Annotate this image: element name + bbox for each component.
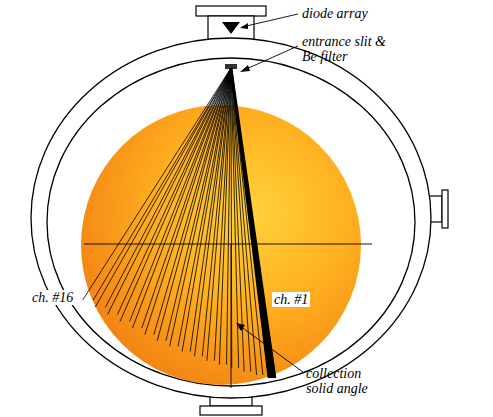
channel-label: ch. #16: [30, 290, 75, 305]
sightline: [145, 68, 231, 335]
leader-line: [244, 46, 298, 70]
top-flange: [196, 6, 266, 16]
sightline: [95, 68, 231, 307]
callout-label: entrance slit & Be filter: [302, 34, 402, 64]
sightline: [93, 68, 231, 300]
callout-label: collection solid angle: [306, 366, 386, 396]
sightline: [154, 68, 231, 335]
leader-line: [240, 326, 303, 372]
sightline: [231, 68, 251, 372]
sightline: [117, 68, 231, 314]
sightline: [231, 68, 275, 378]
leader-arrowhead: [240, 65, 250, 72]
leader-arrowhead: [236, 323, 245, 331]
sightline: [190, 68, 231, 352]
channel-one-wedge: [231, 68, 276, 378]
sightline: [166, 68, 231, 341]
sightline: [83, 68, 231, 300]
channel-label: ch. #1: [272, 292, 310, 307]
side-flange: [442, 190, 448, 228]
sightline: [195, 68, 232, 356]
sightline: [231, 68, 263, 375]
callout-label: diode array: [302, 6, 412, 21]
vessel-outer-wall: [31, 38, 431, 398]
sightline: [142, 68, 231, 328]
sightline: [170, 68, 231, 346]
sightline: [108, 68, 231, 314]
sightline: [120, 68, 231, 321]
sightline: [130, 68, 231, 321]
sightline: [132, 68, 231, 328]
bottom-flange: [200, 406, 262, 415]
diode-array: [222, 22, 240, 34]
sightline: [105, 68, 231, 307]
leader-line: [242, 14, 298, 27]
leader-arrowhead: [240, 23, 248, 29]
